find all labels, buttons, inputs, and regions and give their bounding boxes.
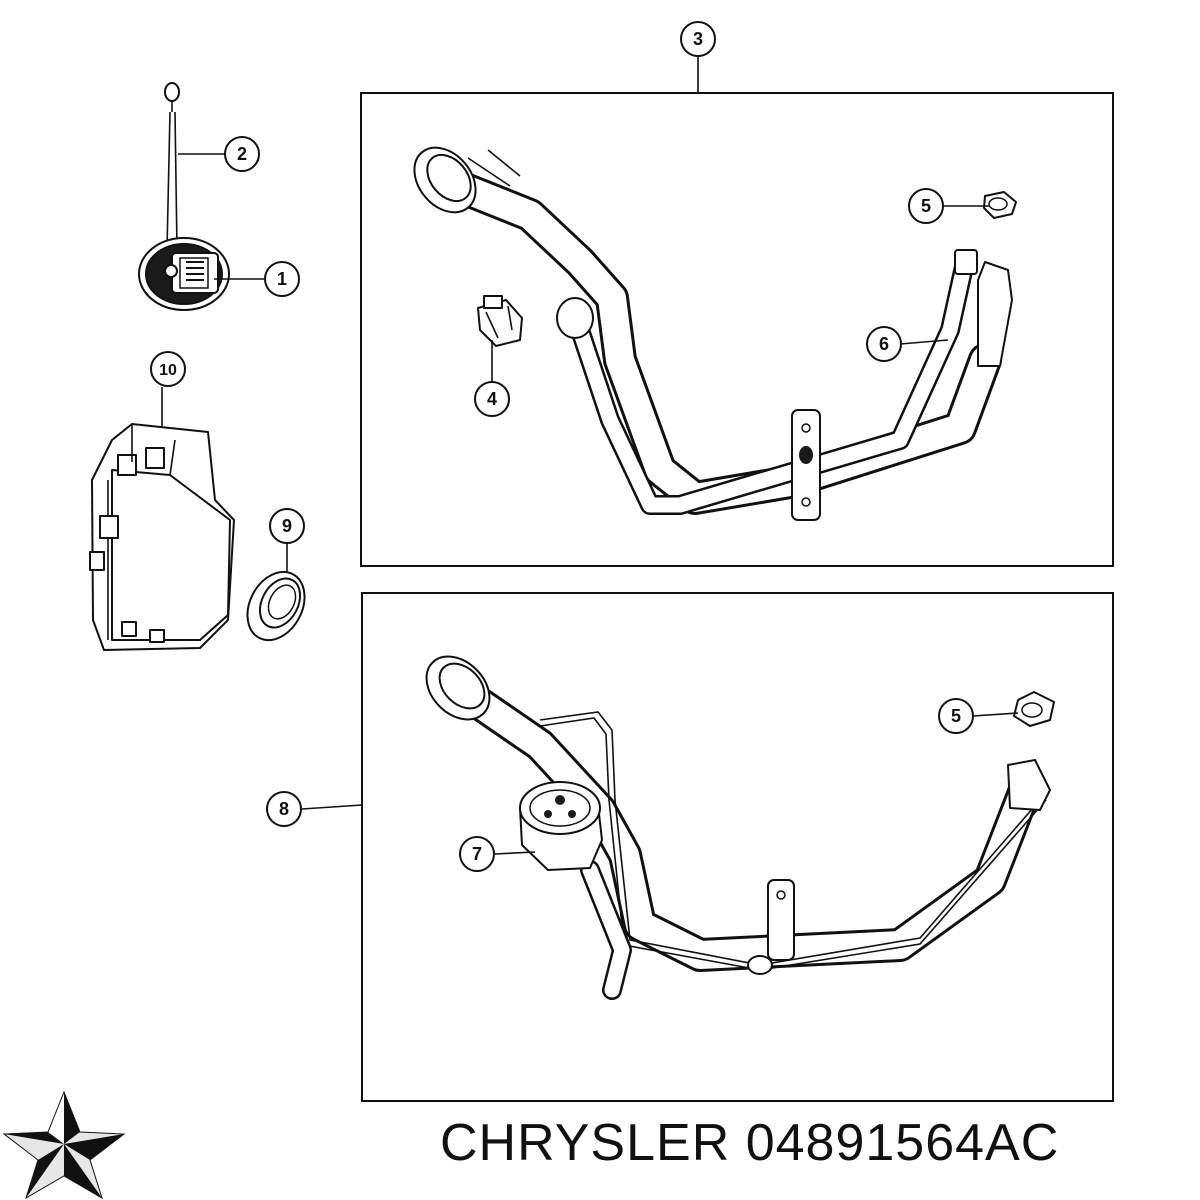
- leader-lines: [161, 57, 1019, 855]
- svg-text:9: 9: [282, 516, 292, 536]
- svg-text:5: 5: [951, 706, 961, 726]
- callout-2: 2: [224, 136, 260, 172]
- svg-text:3: 3: [693, 29, 703, 49]
- tube-clip: [477, 295, 523, 347]
- callout-5-upper: 5: [908, 188, 944, 224]
- callout-3: 3: [680, 21, 716, 57]
- svg-text:2: 2: [237, 144, 247, 164]
- hose-clamp-lower: [1013, 691, 1055, 727]
- callout-1: 1: [264, 261, 300, 297]
- fuel-filler-housing: [89, 423, 235, 651]
- svg-text:4: 4: [487, 389, 497, 409]
- svg-text:1: 1: [277, 269, 287, 289]
- callout-4: 4: [474, 381, 510, 417]
- fuel-cap-tether: [164, 82, 180, 251]
- fuel-check-valve: [519, 781, 603, 871]
- svg-text:10: 10: [159, 362, 177, 379]
- callout-8: 8: [266, 791, 302, 827]
- callout-10: 10: [150, 351, 186, 387]
- filler-grommet: [246, 570, 306, 642]
- svg-text:7: 7: [472, 844, 482, 864]
- callout-7: 7: [459, 836, 495, 872]
- svg-text:5: 5: [921, 196, 931, 216]
- lower-assembly-frame: [361, 592, 1114, 1102]
- hose-clamp-upper: [983, 191, 1017, 219]
- lower-fuel-filler-tube: [425, 655, 1051, 1000]
- svg-text:8: 8: [279, 799, 289, 819]
- pentastar-logo-icon: [2, 1090, 126, 1200]
- part-number-caption: CHRYSLER 04891564AC: [440, 1114, 1060, 1172]
- svg-text:6: 6: [879, 334, 889, 354]
- callout-9: 9: [269, 508, 305, 544]
- upper-assembly-frame: [360, 92, 1114, 567]
- fuel-cap: [138, 237, 230, 311]
- callout-6: 6: [866, 326, 902, 362]
- callout-5-lower: 5: [938, 698, 974, 734]
- upper-fuel-filler-tube: [413, 146, 1013, 521]
